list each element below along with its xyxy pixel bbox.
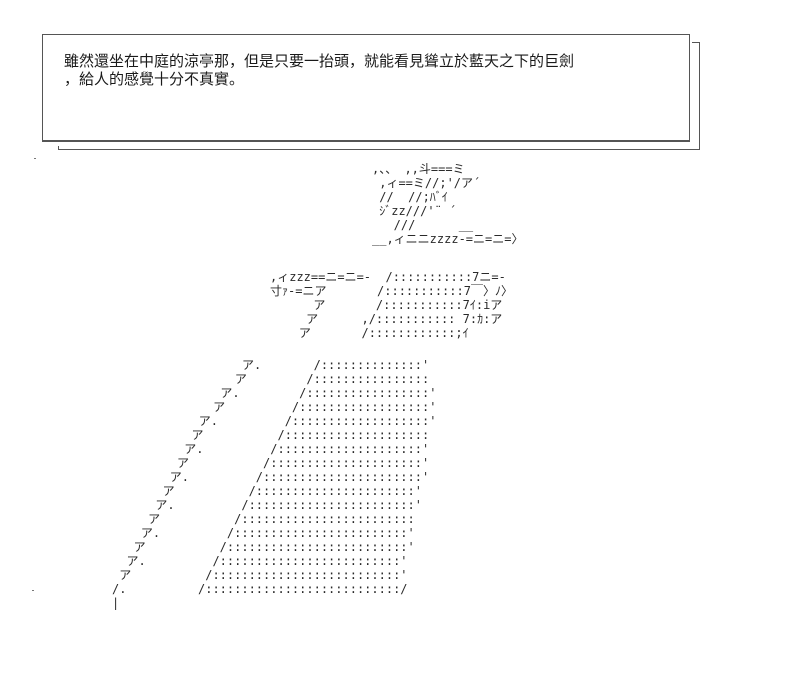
sword-tip-line: ,ィ==ミ//;'/ア´ <box>372 176 481 190</box>
blade-body-line: /::::::::::::::' <box>198 358 430 372</box>
sword-tip-line: ,、、 ,,斗===ミ <box>372 162 465 176</box>
blade-body-line: /:::::::::::::::::::::' <box>198 456 430 470</box>
blade-body-line: /:::::::::::::::::::: <box>198 428 430 442</box>
blade-edge-line: ア <box>112 512 161 526</box>
sword-guard-line: ア ,/::::::::::: 7:ｶ:ア <box>270 312 503 326</box>
blade-body-line: /:::::::::::::::::::::::::' <box>198 554 408 568</box>
blade-edge-line: ア <box>112 372 247 386</box>
sword-tip-line: // //;ﾊﾞｲ <box>372 190 448 204</box>
blade-edge-line: ア <box>112 484 175 498</box>
sword-tip-line: ｼﾞzz///'¨ ´ <box>372 204 457 218</box>
caption-line-2: ，給人的感覺十分不真實。 <box>64 70 245 88</box>
blade-body-line: /:::::::::::::::::::::::::::/ <box>198 582 408 596</box>
caption-line-1: 雖然還坐在中庭的涼亭那，但是只要一抬頭，就能看見聳立於藍天之下的巨劍 <box>64 52 575 70</box>
sword-guard-line: ,ィzzz==ニ=ニ=- /:::::::::::7ニ=- <box>270 270 506 284</box>
blade-edge-line: ア <box>112 456 190 470</box>
caption-frame-shadow-right <box>692 42 700 150</box>
blade-body-line: /:::::::::::::::::::::::' <box>198 498 422 512</box>
sword-guard-line: ア /::::::::::::;ｲ <box>270 326 469 340</box>
blade-edge-line: ア. <box>112 498 175 512</box>
blade-edge-line: ア. <box>112 358 262 372</box>
sword-guard-line: ア /:::::::::::7ｲ:iア <box>270 298 503 312</box>
blade-edge-line: | <box>112 596 120 610</box>
sword-tip-line: __,ィニニzzzz-=ニ=ニ=〉 <box>372 232 524 246</box>
blade-body-line: /::::::::::::::::::::::' <box>198 470 430 484</box>
blade-edge-line: /. <box>112 582 127 596</box>
caption-frame <box>42 34 690 142</box>
speck-mark <box>32 590 34 591</box>
blade-edge-line: ア <box>112 568 132 582</box>
blade-body-line: /::::::::::::::::::::::' <box>198 484 422 498</box>
blade-body-line: /::::::::::::::::::' <box>198 400 437 414</box>
blade-edge-art: ア. ア ア. ア ア. ア ア. ア ア. ア ア. ア ア. ア ア. ア/… <box>112 358 261 610</box>
speck-mark <box>34 158 36 159</box>
blade-body-line: /::::::::::::::::::::' <box>198 442 430 456</box>
blade-edge-line: ア. <box>112 386 240 400</box>
blade-body-line: /:::::::::::::::::' <box>198 386 437 400</box>
blade-edge-line: ア <box>112 428 204 442</box>
sword-tip-line: /// __ <box>372 218 474 232</box>
blade-body-art: /::::::::::::::' /:::::::::::::::: /::::… <box>198 358 436 596</box>
caption-frame-shadow-bottom <box>58 146 700 150</box>
blade-edge-line: ア <box>112 400 226 414</box>
caption-text: 雖然還坐在中庭的涼亭那，但是只要一抬頭，就能看見聳立於藍天之下的巨劍，給人的感覺… <box>64 52 574 88</box>
sword-tip-art: ,、、 ,,斗===ミ ,ィ==ミ//;'/ア´ // //;ﾊﾞｲ ｼﾞzz/… <box>372 162 523 246</box>
blade-body-line: /:::::::::::::::::::' <box>198 414 437 428</box>
blade-edge-line: ア. <box>112 554 146 568</box>
blade-edge-line: ア. <box>112 526 161 540</box>
blade-edge-line: ア. <box>112 470 190 484</box>
sword-guard-line: 寸ｧ-=ニア /:::::::::::7￣〉ﾉ〉 <box>270 284 513 298</box>
blade-body-line: /:::::::::::::::: <box>198 372 430 386</box>
sword-guard-art: ,ィzzz==ニ=ニ=- /:::::::::::7ニ=-寸ｧ-=ニア /:::… <box>270 270 513 340</box>
blade-body-line: /::::::::::::::::::::::::::' <box>198 568 408 582</box>
blade-edge-line: ア <box>112 540 146 554</box>
blade-edge-line: ア. <box>112 442 204 456</box>
blade-body-line: /::::::::::::::::::::::::' <box>198 526 415 540</box>
blade-body-line: /:::::::::::::::::::::::::' <box>198 540 415 554</box>
blade-body-line: /:::::::::::::::::::::::: <box>198 512 415 526</box>
blade-edge-line: ア. <box>112 414 218 428</box>
